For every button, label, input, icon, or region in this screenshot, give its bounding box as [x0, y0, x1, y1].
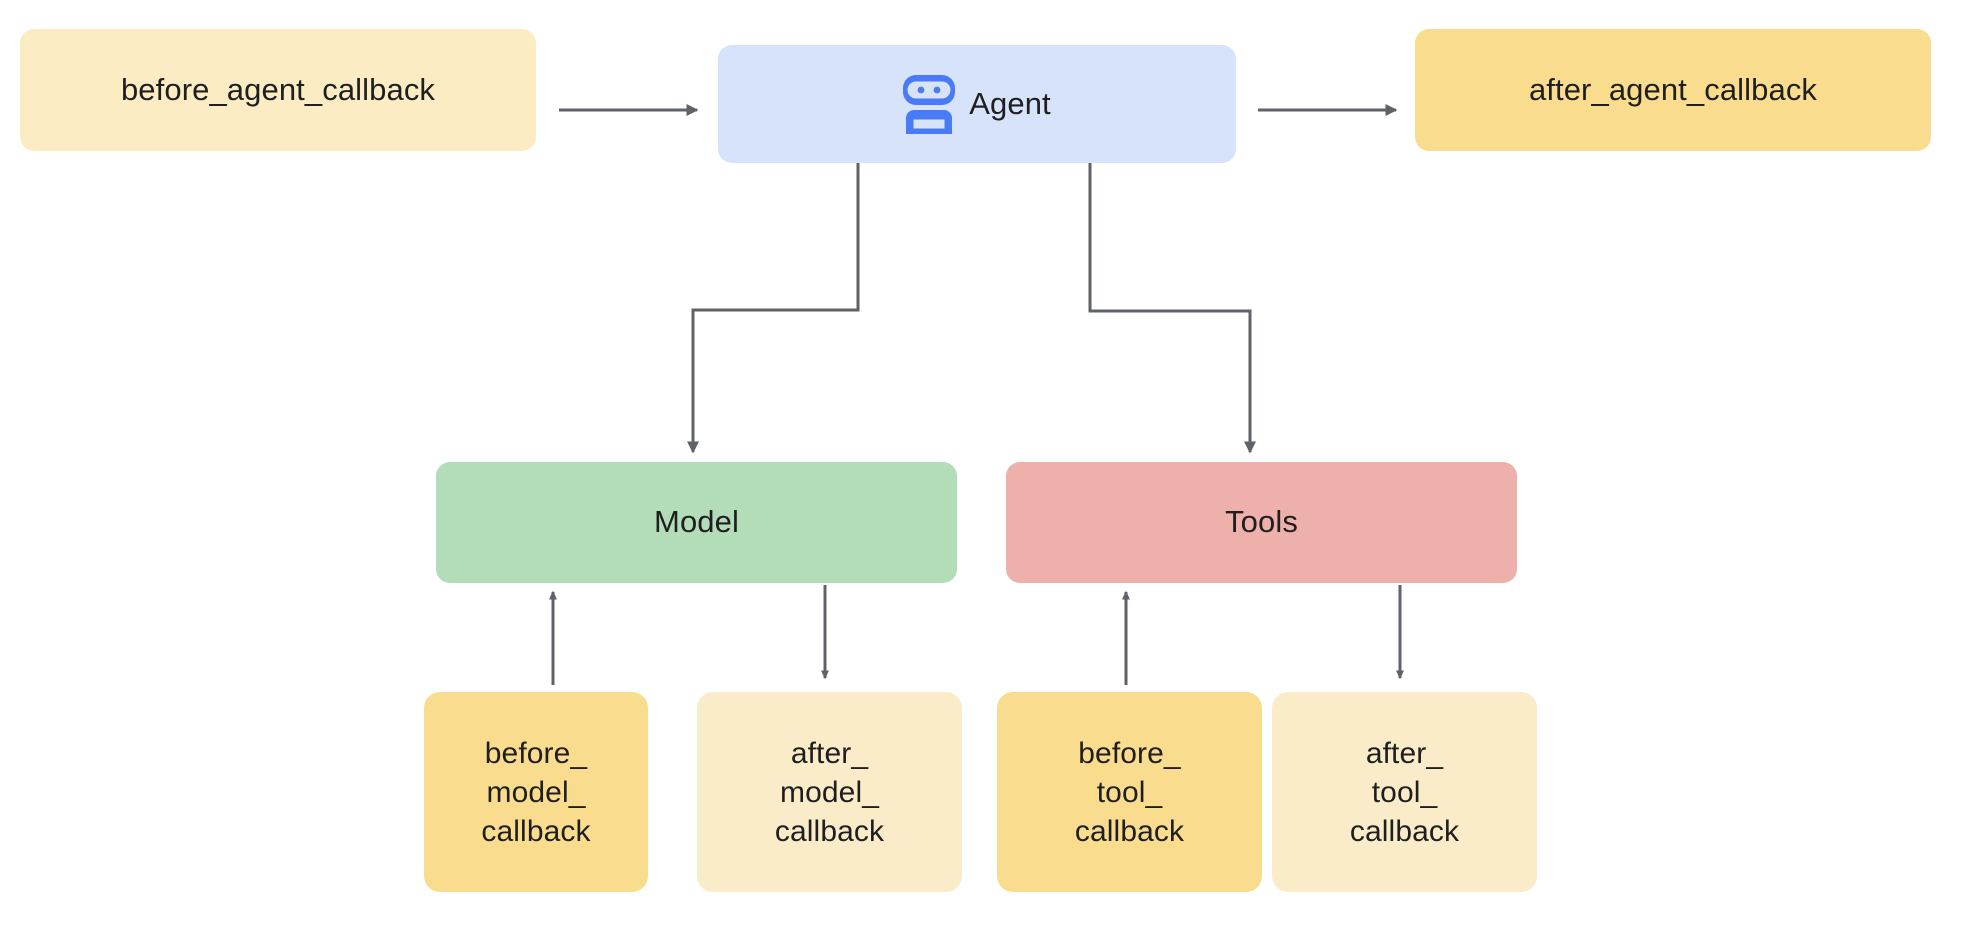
node-after-model-callback[interactable]: after_ model_ callback — [697, 692, 962, 892]
node-before-tool-callback[interactable]: before_ tool_ callback — [997, 692, 1262, 892]
node-after-tool-callback[interactable]: after_ tool_ callback — [1272, 692, 1537, 892]
node-after-agent-callback[interactable]: after_agent_callback — [1415, 29, 1931, 151]
node-before-tool-callback-label: before_ tool_ callback — [1074, 736, 1185, 848]
robot-icon — [903, 73, 956, 135]
edge-agent-to-model — [687, 163, 860, 454]
node-agent[interactable]: Agent — [718, 45, 1236, 163]
edge-agent-to-tools — [1088, 163, 1256, 454]
node-before-model-callback-label: before_ model_ callback — [481, 736, 591, 848]
node-model-label: Model — [654, 504, 739, 540]
node-after-agent-callback-label: after_agent_callback — [1528, 71, 1818, 107]
node-model[interactable]: Model — [436, 462, 957, 583]
node-before-agent-callback-label: before_agent_callback — [120, 71, 436, 107]
node-agent-label: Agent — [969, 85, 1051, 121]
node-tools[interactable]: Tools — [1006, 462, 1517, 583]
node-before-agent-callback[interactable]: before_agent_callback — [20, 29, 536, 151]
node-tools-label: Tools — [1225, 504, 1298, 540]
node-before-model-callback[interactable]: before_ model_ callback — [424, 692, 648, 892]
node-after-model-callback-label: after_ model_ callback — [774, 736, 885, 848]
node-after-tool-callback-label: after_ tool_ callback — [1349, 736, 1460, 848]
